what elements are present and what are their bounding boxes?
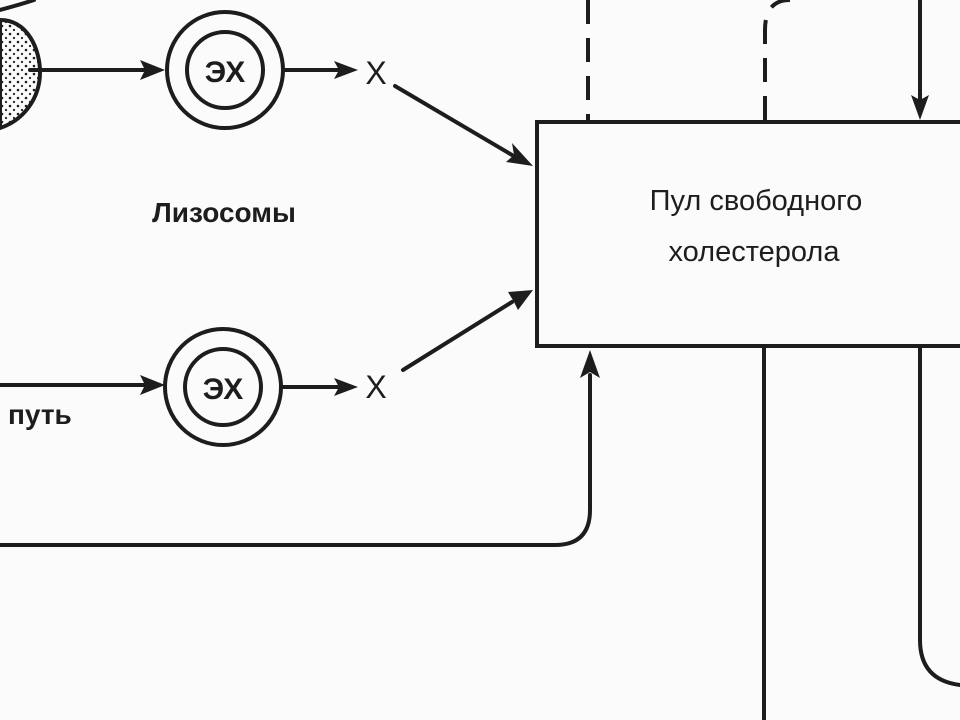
free-cholesterol-pool-box [535,120,960,348]
arrowhead-pool-bottom [508,290,533,310]
enzyme-label-bottom: ЭХ [203,373,244,406]
lipoprotein-particle [0,17,43,131]
pool-label-line1: Пул свободного [650,185,863,217]
arrow-product-top-to-pool [393,84,514,157]
feedback-line-bottom [0,373,592,547]
arrow-product-bottom-to-pool [401,300,514,372]
enzyme-node-bottom: ЭХ [163,327,283,447]
arrowhead-box-bottom [580,350,600,378]
outgoing-line-bottom-right [918,346,960,687]
arrowhead-enzyme-bottom [140,375,165,395]
arrowhead-box-top-right [911,95,929,120]
product-label-top: X [365,55,386,91]
arrowhead-product-bottom [334,378,358,396]
pathway-label: путь [8,399,72,430]
arrowhead-enzyme-top [140,60,165,80]
product-label-bottom: X [365,369,386,405]
pool-label-line2: холестерола [669,236,841,268]
enzyme-node-top: ЭХ [165,10,285,130]
lysosomes-label: Лизосомы [152,197,296,228]
arrowhead-pool-top [506,143,533,166]
arrowhead-product-top [334,61,358,79]
enzyme-label-top: ЭХ [205,56,246,89]
dashed-line-middle [763,0,791,120]
particle-top-stroke [0,0,36,12]
